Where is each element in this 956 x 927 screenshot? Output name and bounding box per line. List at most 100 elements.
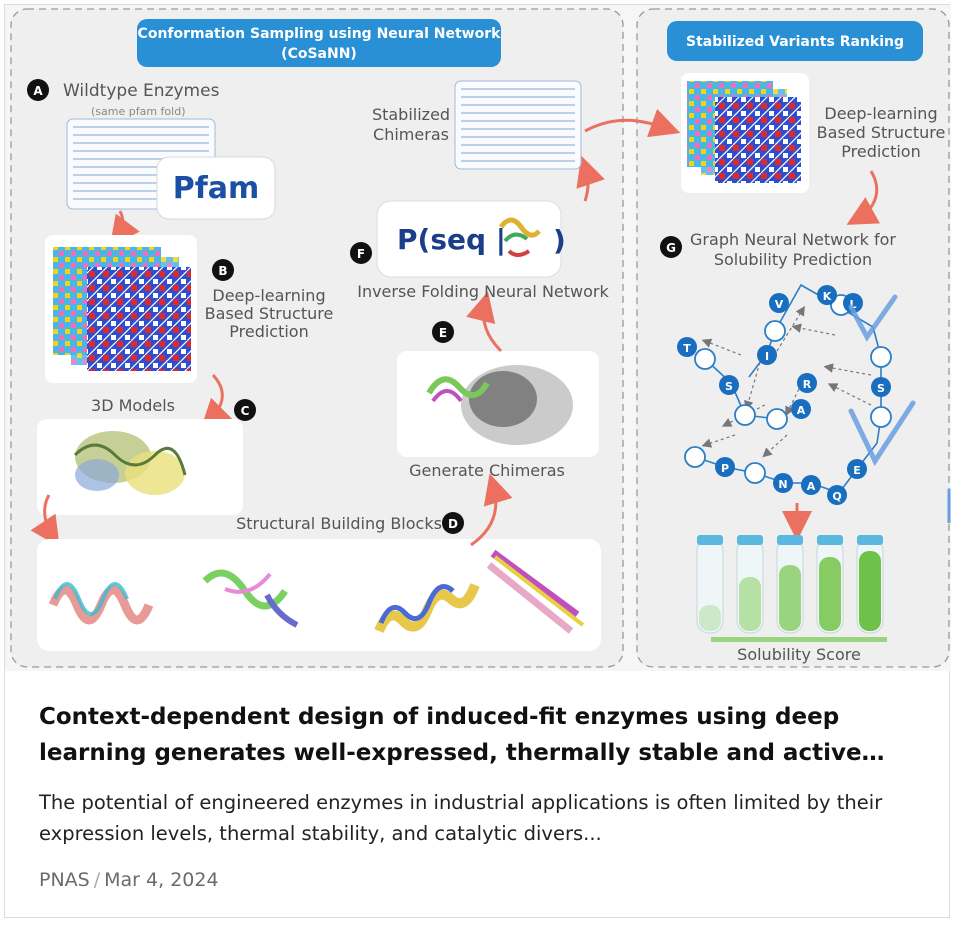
arrow-b-c [200, 373, 233, 430]
article-title[interactable]: Context-dependent design of induced-fit … [39, 704, 885, 766]
test-tube [816, 535, 844, 634]
article-description: The potential of engineered enzymes in i… [39, 791, 883, 845]
arrow-to-ranking [584, 108, 681, 138]
stabilized-line2: Chimeras [373, 125, 449, 144]
meta-separator: / [93, 869, 101, 891]
test-tube [776, 535, 804, 634]
svg-text:S: S [725, 380, 733, 393]
cosann-header: Conformation Sampling using Neural Netwo… [138, 26, 502, 42]
figure-diagram: Conformation Sampling using Neural Netwo… [10, 8, 951, 668]
svg-text:N: N [778, 478, 787, 491]
svg-text:A: A [807, 480, 816, 493]
step-b-line2: Based Structure [205, 304, 334, 323]
test-tube [736, 535, 764, 634]
inverse-folding-protein [498, 217, 541, 257]
graph-node: S [719, 375, 739, 395]
step-e-letter: E [439, 326, 447, 340]
article-date: Mar 4, 2024 [104, 869, 219, 891]
building-block-sheet [486, 549, 585, 634]
graph-node: I [757, 345, 777, 365]
building-block-helix-1 [48, 582, 154, 625]
arrow-e-f [466, 291, 503, 353]
graph-empty-nodes [684, 294, 892, 484]
handwritten-check-top [848, 294, 898, 342]
inverse-folding-label: Inverse Folding Neural Network [357, 282, 609, 301]
step-e-marker [432, 321, 454, 343]
graph-node: V [769, 293, 789, 313]
svg-text:V: V [775, 298, 784, 311]
test-tube [856, 535, 884, 634]
arrow-to-gnn [846, 170, 881, 225]
svg-text:E: E [853, 464, 861, 477]
ranking-dl-line3: Prediction [841, 142, 920, 161]
step-b-line3: Prediction [229, 322, 308, 341]
ranking-dl-line2: Based Structure [817, 123, 946, 142]
step-d-marker [442, 512, 464, 534]
handwritten-check-bottom [848, 400, 916, 467]
svg-text:T: T [683, 342, 691, 355]
step-a-sub: (same pfam fold) [91, 105, 185, 118]
graph-node: Q [827, 485, 847, 505]
solubility-gradient-bar [711, 637, 887, 642]
solubility-label: Solubility Score [737, 645, 861, 664]
pseq-close: ) [553, 224, 566, 257]
arrow-f-chimeras [576, 155, 605, 202]
step-g-marker [660, 236, 682, 258]
gnn-line1: Graph Neural Network for [690, 230, 896, 249]
ranking-dl-line1: Deep-learning [824, 104, 937, 123]
step-b-marker [212, 259, 234, 281]
graph-labeled-nodes: V K L T S I R S A P N A Q E [677, 285, 891, 505]
svg-text:L: L [849, 298, 856, 311]
svg-text:I: I [765, 350, 769, 363]
step-f-letter: F [357, 247, 365, 261]
models-label: 3D Models [91, 396, 175, 415]
ranking-header-badge [667, 21, 923, 61]
ranking-map-front [715, 97, 801, 183]
blocks-card [37, 539, 601, 651]
step-c-letter: C [241, 404, 250, 418]
test-tube [696, 535, 724, 634]
step-a-letter: A [33, 84, 43, 98]
pfam-logo-card [156, 156, 276, 220]
svg-text:Q: Q [832, 490, 841, 503]
article-meta: PNAS/Mar 4, 2024 [39, 869, 219, 891]
stabilized-line1: Stabilized [372, 105, 450, 124]
gnn-line2: Solubility Prediction [714, 250, 872, 269]
chimeras-label: Generate Chimeras [409, 461, 565, 480]
arrow-c-d [30, 494, 60, 547]
graph-node: N [773, 473, 793, 493]
pseq-text: P(seq | [397, 223, 506, 256]
step-a-label: Wildtype Enzymes [63, 81, 220, 101]
pfam-logo: Pfam [173, 171, 260, 206]
svg-text:R: R [803, 378, 812, 391]
graph-node: A [801, 475, 821, 495]
graph-node: S [871, 377, 891, 397]
step-a-marker [27, 79, 49, 101]
graph-node: R [797, 373, 817, 393]
graph-node: P [715, 457, 735, 477]
graph-node: K [817, 285, 837, 305]
solubility-tubes [696, 535, 884, 634]
blocks-label: Structural Building Blocks [236, 514, 442, 533]
protein-model-cluster [73, 431, 187, 495]
stabilized-sequence-lines [461, 88, 575, 162]
svg-text:P: P [721, 462, 729, 475]
building-block-helix-2 [374, 583, 480, 634]
step-b-line1: Deep-learning [212, 286, 325, 305]
contact-map-front [87, 267, 191, 371]
building-block-mixed [202, 569, 299, 628]
ranking-header: Stabilized Variants Ranking [686, 34, 904, 50]
cosann-header-sub: (CoSaNN) [281, 46, 357, 62]
svg-text:K: K [823, 290, 832, 303]
step-c-marker [234, 399, 256, 421]
graph-node: T [677, 337, 697, 357]
article-figure[interactable]: Conformation Sampling using Neural Netwo… [5, 5, 951, 671]
cosann-header-badge [137, 19, 501, 67]
step-g-letter: G [666, 241, 676, 255]
link-preview-card[interactable]: Conformation Sampling using Neural Netwo… [4, 4, 951, 918]
step-f-marker [350, 242, 372, 264]
chimera-structure [426, 365, 573, 445]
svg-text:A: A [797, 404, 806, 417]
arrow-d-e [470, 473, 513, 547]
arrow-a-b [109, 210, 140, 247]
